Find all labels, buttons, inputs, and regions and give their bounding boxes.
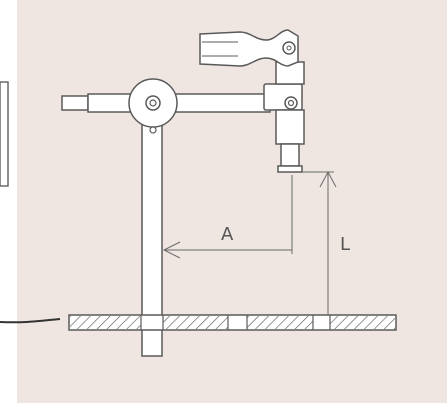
pivot-hub <box>128 78 178 134</box>
clamp-handle <box>199 29 299 67</box>
spindle-column <box>275 61 305 173</box>
left-edge-fragment <box>0 81 61 324</box>
clamp-block <box>263 83 303 111</box>
dimension-a-label: A <box>221 224 234 245</box>
dimension-a: A <box>162 175 293 259</box>
dimension-l-label: L <box>340 234 350 255</box>
base-plate <box>68 314 397 331</box>
dimension-l: L <box>302 170 350 315</box>
diagram-background <box>17 0 447 403</box>
